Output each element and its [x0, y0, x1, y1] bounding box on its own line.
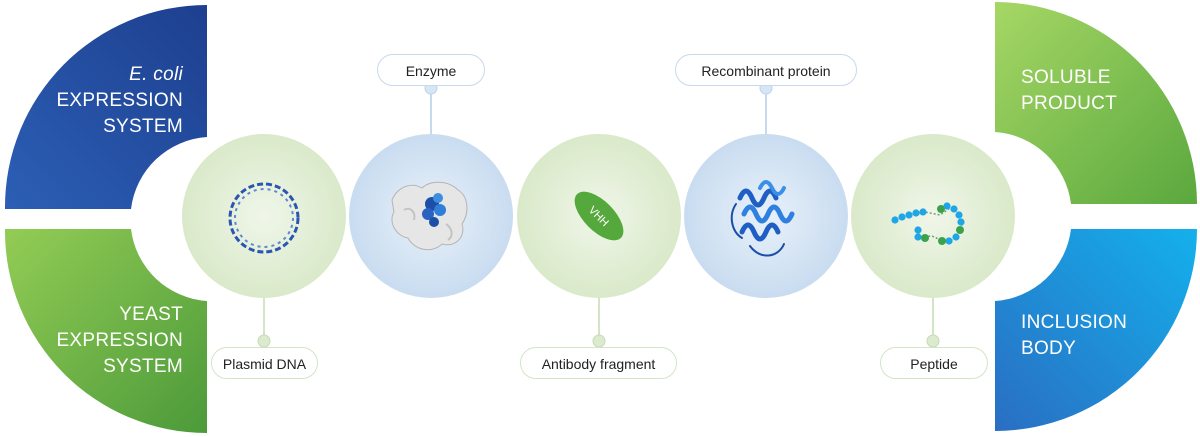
soluble-label: SOLUBLE PRODUCT — [1021, 65, 1117, 117]
ecoli-label-line2: EXPRESSION — [56, 90, 183, 111]
inclusion-label: INCLUSION BODY — [1021, 310, 1127, 362]
soluble-label-line1: SOLUBLE — [1021, 67, 1111, 88]
yeast-label-line2: EXPRESSION — [56, 330, 183, 351]
enzyme-label: Enzyme — [377, 54, 485, 86]
ecoli-label: E. coli EXPRESSION SYSTEM — [56, 62, 183, 140]
ecoli-label-italic: E. coli — [129, 64, 183, 85]
ecoli-label-line3: SYSTEM — [103, 116, 183, 137]
inclusion-label-line1: INCLUSION — [1021, 312, 1128, 333]
vhh-ellipse-icon: VHH — [574, 191, 624, 241]
plasmid-circle — [182, 134, 346, 298]
dot-antibody — [592, 334, 606, 348]
enzyme-surface-icon — [391, 181, 468, 251]
peptide-circle — [851, 134, 1015, 298]
yeast-label-line1: YEAST — [119, 304, 183, 325]
yeast-label-line3: SYSTEM — [103, 356, 183, 377]
protein-ribbon-icon — [730, 180, 795, 257]
ecoli-quadrant — [4, 4, 208, 209]
soluble-quadrant — [995, 2, 1197, 204]
connectors — [263, 88, 934, 340]
yeast-quadrant — [4, 229, 208, 433]
dot-peptide — [926, 334, 940, 348]
peptide-label: Peptide — [880, 347, 988, 379]
plasmid-dna-label: Plasmid DNA — [211, 347, 318, 379]
antibody-fragment-label: Antibody fragment — [520, 347, 677, 379]
inclusion-quadrant — [995, 229, 1197, 431]
plasmid-ring-icon — [228, 182, 300, 254]
dot-plasmid — [257, 334, 271, 348]
peptide-chain-icon — [891, 202, 965, 245]
yeast-label: YEAST EXPRESSION SYSTEM — [56, 302, 183, 380]
soluble-label-line2: PRODUCT — [1021, 93, 1118, 114]
recombinant-protein-label: Recombinant protein — [675, 54, 857, 86]
inclusion-label-line2: BODY — [1021, 338, 1077, 359]
